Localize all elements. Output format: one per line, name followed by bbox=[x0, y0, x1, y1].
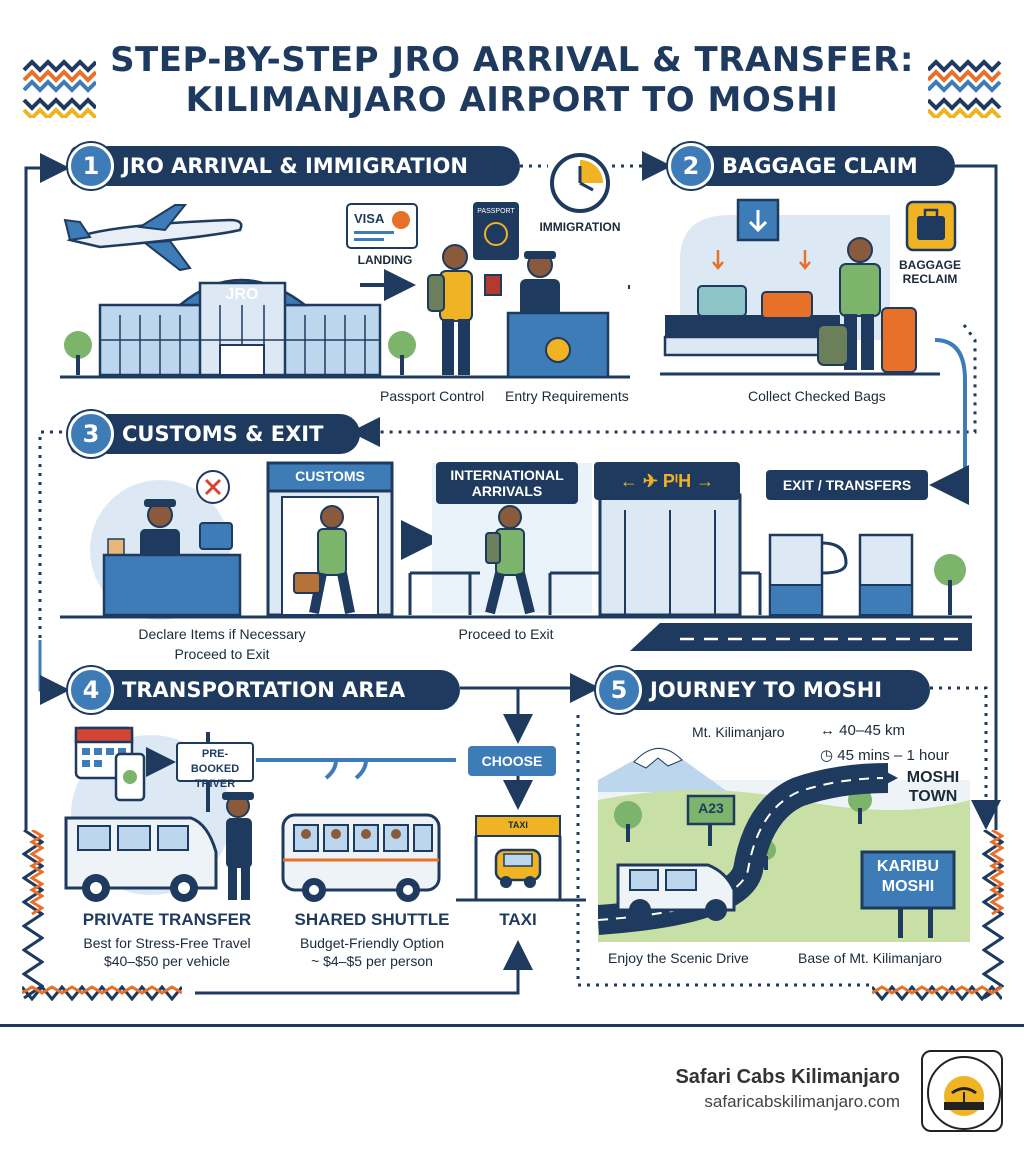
title-line-2: KILIMANJARO AIRPORT TO MOSHI bbox=[185, 80, 839, 120]
step-2-number: 2 bbox=[668, 143, 714, 189]
step-3-number: 3 bbox=[68, 411, 114, 457]
tribal-pattern-top-left bbox=[22, 58, 96, 118]
karibu-moshi-sign: KARIBU MOSHI bbox=[862, 857, 954, 897]
moshi-town-line-2: TOWN bbox=[908, 788, 958, 805]
baggage-reclaim-sign: BAGGAGE RECLAIM bbox=[898, 258, 961, 286]
karibu-line: KARIBU bbox=[876, 858, 940, 875]
brand-name: Safari Cabs Kilimanjaro bbox=[675, 1066, 900, 1088]
step-3-title: CUSTOMS & EXIT bbox=[122, 422, 324, 446]
visa-card: VISA bbox=[346, 203, 418, 249]
journey-scene bbox=[598, 747, 970, 942]
road-sign-a23: A23 bbox=[698, 800, 724, 816]
private-transfer-price: $40–$50 per vehicle bbox=[103, 953, 231, 969]
baggage-scene bbox=[660, 198, 940, 376]
immigration-desk bbox=[506, 251, 610, 379]
tribal-pattern-top-right bbox=[928, 58, 1002, 118]
collect-bags-caption: Collect Checked Bags bbox=[748, 388, 886, 404]
exit-transfers-sign: EXIT / TRANSFERS bbox=[766, 470, 928, 500]
base-kilimanjaro-caption: Base of Mt. Kilimanjaro bbox=[798, 950, 942, 966]
visa-card-label: VISA bbox=[354, 211, 385, 226]
step-5-header: 5 JOURNEY TO MOSHI bbox=[596, 667, 930, 713]
duration-value: 45 mins – 1 hour bbox=[837, 747, 949, 764]
step-5-number: 5 bbox=[596, 667, 642, 713]
transport-scene bbox=[64, 726, 586, 902]
shared-shuttle-price: ~ $4–$5 per person bbox=[311, 953, 433, 969]
safari-logo-icon bbox=[927, 1056, 1001, 1130]
taxi-roof-sign: TAXI bbox=[508, 820, 528, 830]
footer-divider bbox=[0, 1024, 1024, 1027]
passport-label: PASSPORT bbox=[477, 208, 515, 215]
private-transfer-title: PRIVATE TRANSFER bbox=[82, 910, 252, 929]
declare-items-caption: Declare Items if Necessary bbox=[138, 626, 306, 642]
step-4-header: 4 TRANSPORTATION AREA bbox=[68, 667, 460, 713]
flow-connectors bbox=[24, 151, 1001, 995]
shared-shuttle-desc: Budget-Friendly Option bbox=[300, 935, 444, 951]
directions-sign: ← ✈ PᴵH → bbox=[594, 462, 740, 500]
step-1-header: 1 JRO ARRIVAL & IMMIGRATION bbox=[68, 143, 520, 189]
international-arrivals-sign: INTERNATIONAL ARRIVALS bbox=[436, 462, 578, 504]
stamp-icon bbox=[392, 211, 410, 229]
arrival-scene bbox=[60, 204, 630, 379]
private-transfer-desc: Best for Stress-Free Travel bbox=[83, 935, 251, 951]
airport-terminal-icon bbox=[98, 278, 382, 377]
mountain-label: Mt. Kilimanjaro bbox=[692, 724, 785, 740]
choose-label: CHOOSE bbox=[468, 746, 556, 776]
landing-label: LANDING bbox=[357, 253, 413, 267]
step-1-title: JRO ARRIVAL & IMMIGRATION bbox=[122, 154, 468, 178]
tribal-border-bottom-right bbox=[872, 985, 1002, 1001]
step-4-number: 4 bbox=[68, 667, 114, 713]
distance-value: 40–45 km bbox=[839, 722, 906, 739]
moshi-town-label: MOSHI TOWN bbox=[898, 768, 968, 806]
passport-control-caption: Passport Control bbox=[380, 388, 485, 404]
entry-requirements-caption: Entry Requirements bbox=[505, 388, 629, 404]
traveller-figure bbox=[427, 244, 502, 375]
passport-icon: PASSPORT bbox=[473, 202, 519, 260]
page-title: STEP-BY-STEP JRO ARRIVAL & TRANSFER: KIL… bbox=[0, 40, 1024, 120]
customs-sign: CUSTOMS bbox=[295, 468, 365, 484]
step-5-title: JOURNEY TO MOSHI bbox=[650, 678, 883, 702]
step-2-header: 2 BAGGAGE CLAIM bbox=[668, 143, 955, 189]
moshi-town-line-1: MOSHI bbox=[906, 769, 960, 786]
brand-logo bbox=[921, 1050, 1003, 1132]
moshi-line: MOSHI bbox=[881, 878, 935, 895]
pre-booked-driver-sign: PRE-BOOKED TRIVER bbox=[176, 742, 254, 790]
airplane-icon bbox=[63, 204, 243, 272]
duration-label: ◷ 45 mins – 1 hour bbox=[820, 747, 949, 764]
taxi-title: TAXI bbox=[499, 910, 537, 929]
title-line-1: STEP-BY-STEP JRO ARRIVAL & TRANSFER: bbox=[110, 40, 914, 80]
step-2-title: BAGGAGE CLAIM bbox=[722, 154, 918, 178]
step-4-title: TRANSPORTATION AREA bbox=[122, 678, 406, 702]
terminal-sign: JRO bbox=[225, 286, 259, 303]
immigration-label: IMMIGRATION bbox=[539, 220, 621, 234]
proceed-exit-caption-left: Proceed to Exit bbox=[174, 646, 270, 662]
distance-label: ↔ 40–45 km bbox=[820, 722, 906, 739]
tribal-border-right bbox=[982, 830, 1004, 1000]
proceed-exit-caption-mid: Proceed to Exit bbox=[458, 626, 554, 642]
scenic-drive-caption: Enjoy the Scenic Drive bbox=[608, 950, 749, 966]
step-3-header: 3 CUSTOMS & EXIT bbox=[68, 411, 360, 457]
clock-icon bbox=[550, 153, 610, 213]
step-1-number: 1 bbox=[68, 143, 114, 189]
brand-url[interactable]: safaricabskilimanjaro.com bbox=[704, 1092, 900, 1111]
baggage-reclaim-icon bbox=[905, 200, 957, 252]
shared-shuttle-title: SHARED SHUTTLE bbox=[294, 910, 450, 929]
tribal-border-left bbox=[22, 830, 44, 1000]
tribal-border-bottom-left bbox=[22, 985, 182, 1001]
